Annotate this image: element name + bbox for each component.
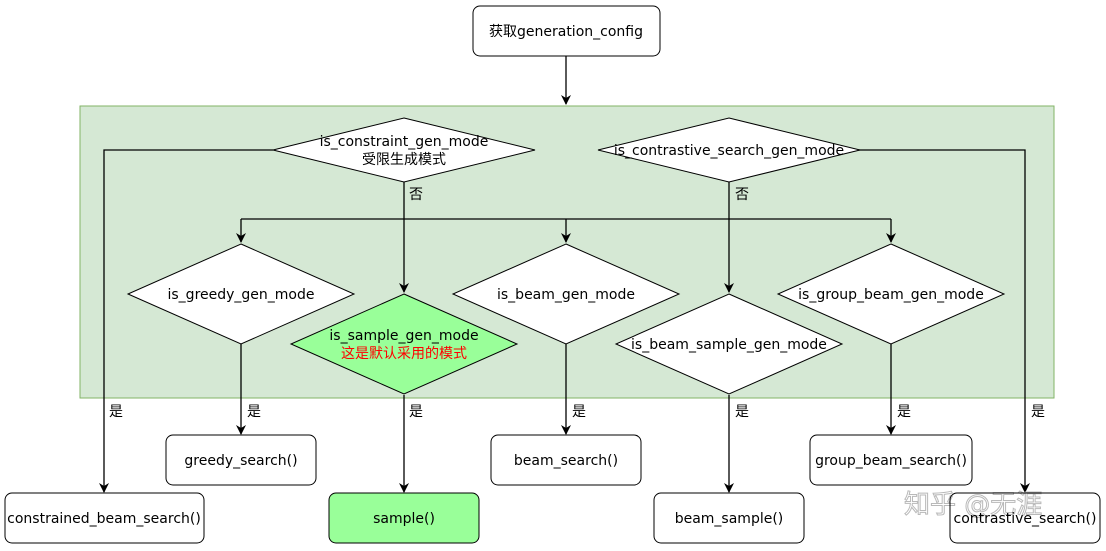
watermark: 知乎 @无涯: [904, 490, 1042, 520]
label-beam-yes: 是: [572, 404, 586, 420]
beam-sample-label: beam_sample(): [675, 511, 784, 527]
get-config-label: 获取generation_config: [489, 24, 643, 40]
constraint-mode-note: 受限生成模式: [362, 152, 446, 168]
constraint-mode-diamond: [272, 117, 536, 183]
label-greedy-yes: 是: [247, 404, 261, 420]
contrastive-search-label: contrastive_search(): [954, 511, 1097, 527]
label-constraint-no: 否: [409, 187, 423, 203]
label-contrastive-no: 否: [735, 187, 749, 203]
contrastive-search-box: [949, 492, 1101, 544]
constrained-beam-search-box: [4, 492, 205, 544]
beam-mode-diamond: [451, 243, 681, 345]
beam-search-label: beam_search(): [514, 453, 618, 469]
label-group-beam-yes: 是: [897, 404, 911, 420]
beam-search-box: [490, 434, 642, 486]
label-contrastive-yes: 是: [1031, 404, 1045, 420]
beam-mode-label: is_beam_gen_mode: [497, 287, 635, 303]
greedy-mode-diamond: [126, 243, 356, 345]
edge-contrastive-yes: [858, 149, 1030, 493]
label-sample-yes: 是: [409, 404, 423, 420]
sample-label: sample(): [373, 511, 435, 527]
sample-mode-label: is_sample_gen_mode: [329, 328, 478, 344]
constrained-beam-search-label: constrained_beam_search(): [7, 511, 201, 527]
group-beam-mode-diamond: [776, 243, 1006, 345]
label-constraint-yes: 是: [109, 404, 123, 420]
beam-sample-box: [653, 492, 805, 544]
sample-mode-default-note: 这是默认采用的模式: [341, 345, 467, 362]
label-beam-sample-yes: 是: [735, 404, 749, 420]
group-beam-mode-label: is_group_beam_gen_mode: [798, 287, 984, 303]
group-beam-search-label: group_beam_search(): [815, 453, 967, 469]
group-beam-search-box: [809, 434, 973, 486]
edge-constraint-yes: [99, 149, 273, 493]
beam-sample-mode-diamond: [614, 293, 844, 395]
sample-box: [328, 492, 480, 544]
greedy-search-box: [165, 434, 317, 486]
contrastive-mode-diamond: [597, 117, 861, 183]
greedy-search-label: greedy_search(): [184, 453, 297, 469]
beam-sample-mode-label: is_beam_sample_gen_mode: [631, 337, 827, 353]
greedy-mode-label: is_greedy_gen_mode: [168, 287, 315, 303]
get-config-box: [472, 5, 661, 57]
constraint-mode-label: is_constraint_gen_mode: [320, 134, 489, 150]
contrastive-mode-label: is_contrastive_search_gen_mode: [614, 143, 844, 159]
sample-mode-diamond: [289, 293, 519, 395]
